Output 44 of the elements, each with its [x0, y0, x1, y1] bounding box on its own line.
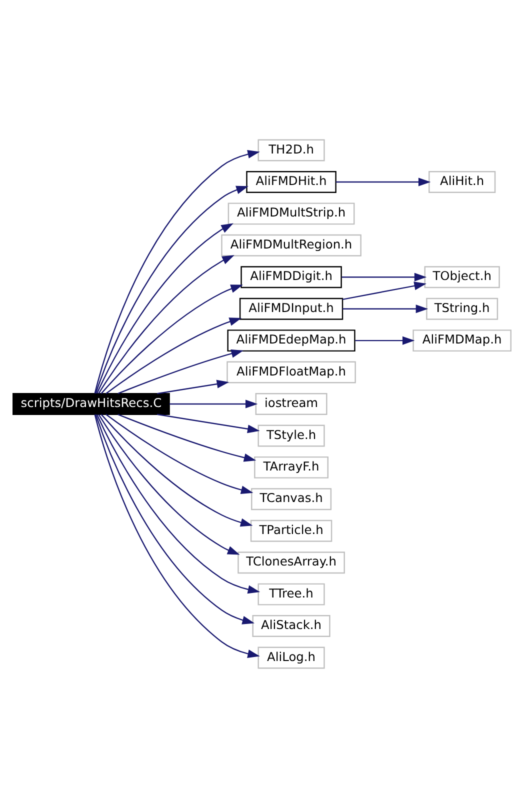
node-box: TClonesArray.h — [238, 551, 345, 574]
node-box: AliFMDFloatMap.h — [226, 360, 356, 383]
arrow — [98, 414, 240, 554]
arrow — [96, 222, 234, 394]
arrow — [118, 413, 256, 462]
node-box: AliLog.h — [258, 646, 325, 668]
node-box: TStyle.h — [258, 424, 325, 446]
node-box: AliHit.h — [428, 170, 496, 192]
arrow — [342, 304, 428, 313]
node-box: AliFMDEdepMap.h — [227, 329, 356, 352]
arrow — [95, 414, 255, 624]
arrow — [98, 254, 234, 394]
node-box: TTree.h — [258, 582, 325, 605]
arrow — [157, 413, 260, 433]
arrow — [95, 185, 248, 394]
node-box: AliFMDHit.h — [246, 170, 336, 192]
node-box: scripts/DrawHitsRecs.C — [12, 392, 170, 414]
arrow — [106, 413, 254, 494]
node-box: TH2D.h — [258, 138, 325, 161]
node-box: TCanvas.h — [251, 488, 332, 510]
arrow — [118, 348, 244, 394]
arrow — [342, 272, 427, 281]
node-box: AliFMDMap.h — [412, 329, 512, 352]
node-box: TArrayF.h — [254, 456, 328, 478]
arrow — [100, 414, 253, 526]
arrow — [157, 379, 230, 394]
node-box: TObject.h — [424, 266, 500, 288]
arrow — [106, 317, 242, 394]
node-box: iostream — [255, 392, 328, 414]
node-box: AliFMDDigit.h — [240, 266, 342, 288]
arrow — [355, 336, 415, 344]
arrow — [169, 399, 258, 408]
node-box: AliFMDMultStrip.h — [228, 202, 355, 224]
arrow — [94, 150, 260, 394]
node-box: TParticle.h — [250, 519, 332, 542]
arrow — [336, 177, 431, 186]
node-box: AliStack.h — [252, 614, 330, 636]
node-box: AliFMDMultRegion.h — [221, 234, 362, 256]
node-box: TString.h — [426, 297, 498, 320]
node-box: AliFMDInput.h — [239, 297, 344, 320]
arrow — [96, 414, 260, 594]
arrow — [94, 414, 260, 658]
arrow — [100, 284, 244, 394]
arrow — [342, 281, 426, 300]
